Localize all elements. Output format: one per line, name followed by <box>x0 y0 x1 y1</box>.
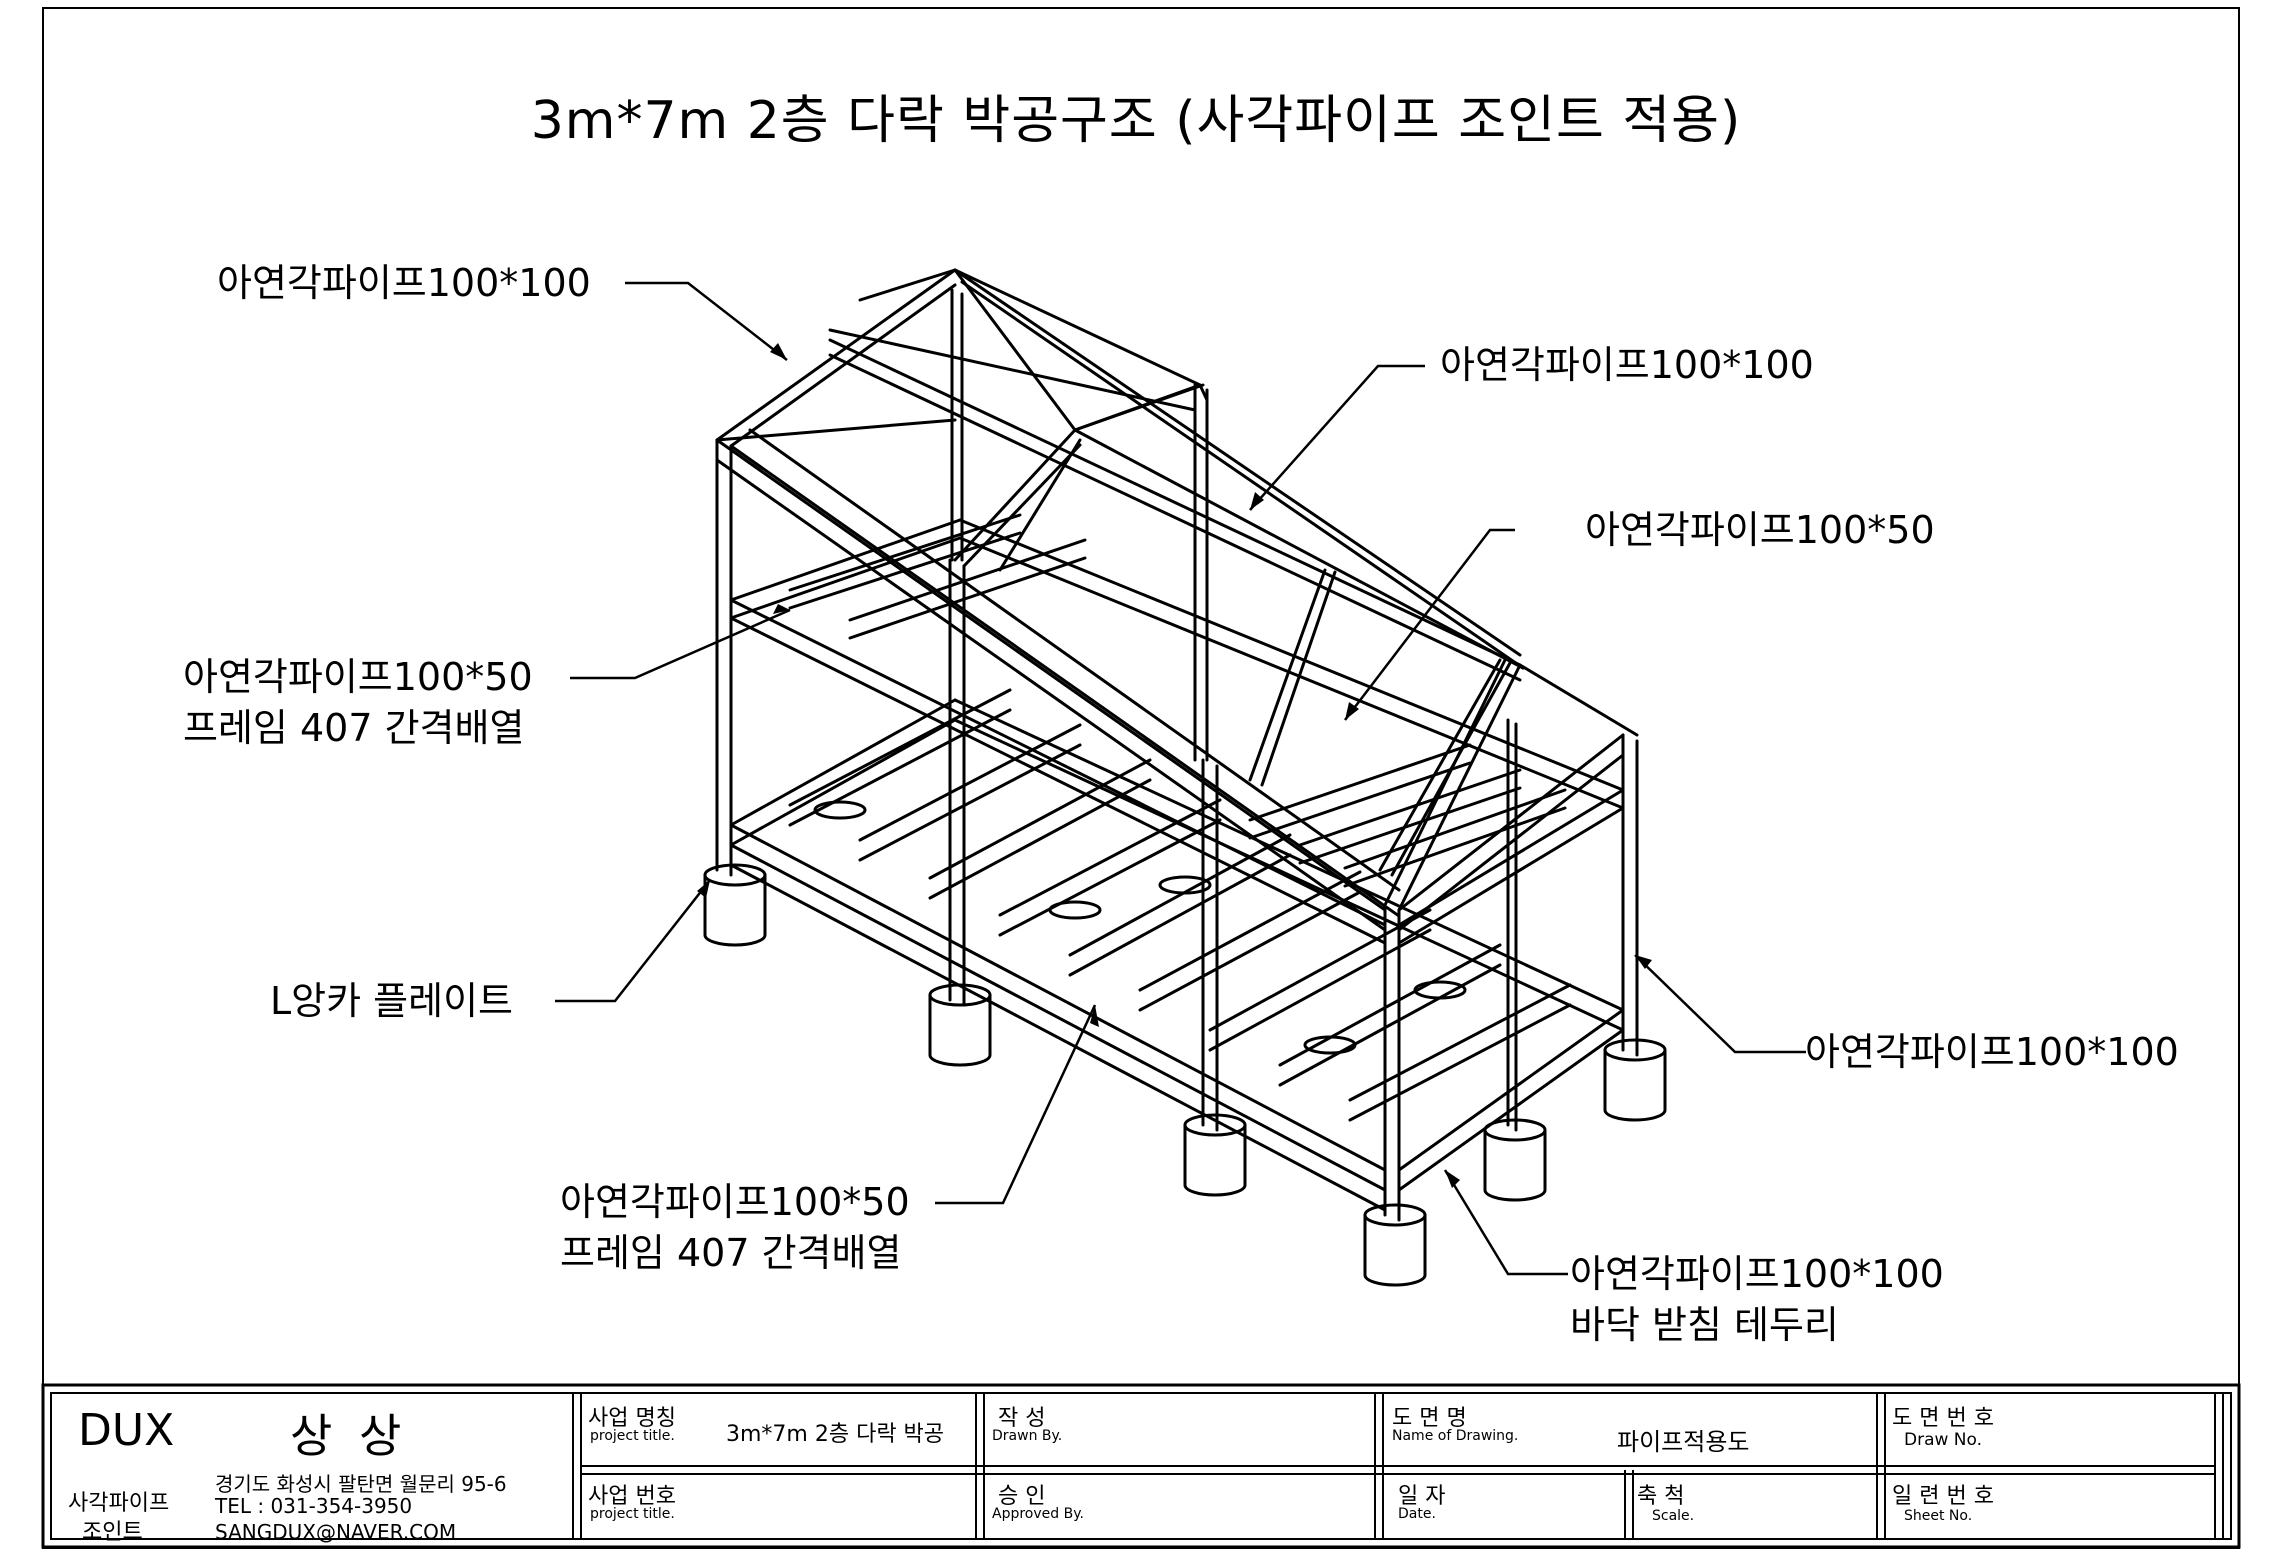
scale-label: 축 척 <box>1637 1484 1685 1509</box>
project-no-sub: project title. <box>590 1506 675 1522</box>
company-tel: TEL : 031-354-3950 <box>215 1494 413 1518</box>
date-sub: Date. <box>1398 1506 1436 1522</box>
structure-drawing <box>703 268 1667 1287</box>
callout-top-right: 아연각파이프100*100 <box>1440 343 1814 387</box>
callout-top-left: 아연각파이프100*100 <box>217 261 591 305</box>
callout-leaders <box>555 281 1806 1276</box>
company-email: SANGDUX@NAVER.COM <box>215 1520 457 1544</box>
anchor-plates <box>813 800 1467 1055</box>
brand-name: 상 상 <box>290 1409 408 1463</box>
sheet-no-sub: Sheet No. <box>1904 1508 1973 1524</box>
project-name-label: 사업 명칭 <box>588 1406 676 1431</box>
drawn-by-label: 작 성 <box>998 1406 1046 1431</box>
callout-left-upper-2: 프레임 407 간격배열 <box>183 706 525 750</box>
project-name-sub: project title. <box>590 1428 675 1444</box>
callout-bottom-center-1: 아연각파이프100*50 <box>560 1180 910 1224</box>
draw-no-sub: Draw No. <box>1904 1430 1983 1450</box>
company-name: DUX <box>78 1405 175 1456</box>
callout-left-upper-1: 아연각파이프100*50 <box>183 655 533 699</box>
project-name-value: 3m*7m 2층 다락 박공 <box>726 1422 945 1447</box>
callout-right-lower: 아연각파이프100*100 <box>1805 1030 2179 1074</box>
approved-by-label: 승 인 <box>998 1484 1046 1509</box>
product-line-1: 사각파이프 <box>68 1491 170 1516</box>
drawing-title: 3m*7m 2층 다락 박공구조 (사각파이프 조인트 적용) <box>530 91 1742 151</box>
date-label: 일 자 <box>1398 1484 1446 1509</box>
product-line-2: 조인트 <box>82 1520 143 1545</box>
callout-arrowheads <box>697 343 1652 1188</box>
scale-sub: Scale. <box>1652 1508 1695 1524</box>
approved-by-sub: Approved By. <box>992 1506 1084 1522</box>
sheet-no-label: 일 련 번 호 <box>1892 1484 1994 1509</box>
drawn-by-sub: Drawn By. <box>992 1428 1063 1444</box>
callout-bottom-right-2: 바닥 받침 테두리 <box>1570 1303 1839 1347</box>
project-no-label: 사업 번호 <box>588 1484 676 1509</box>
title-block-frame <box>41 1383 2241 1549</box>
drawing-name-sub: Name of Drawing. <box>1392 1428 1519 1444</box>
callout-anchor: L앙카 플레이트 <box>270 979 514 1023</box>
callout-mid-right: 아연각파이프100*50 <box>1585 508 1935 552</box>
company-address: 경기도 화성시 팔탄면 월문리 95-6 <box>215 1472 507 1496</box>
callout-bottom-right-1: 아연각파이프100*100 <box>1570 1252 1944 1296</box>
drawing-name-value: 파이프적용도 <box>1617 1428 1750 1456</box>
drawing-name-label: 도 면 명 <box>1392 1406 1467 1431</box>
sheet-border <box>42 7 2240 1549</box>
callout-bottom-center-2: 프레임 407 간격배열 <box>560 1231 902 1275</box>
draw-no-label: 도 면 번 호 <box>1892 1406 1994 1431</box>
